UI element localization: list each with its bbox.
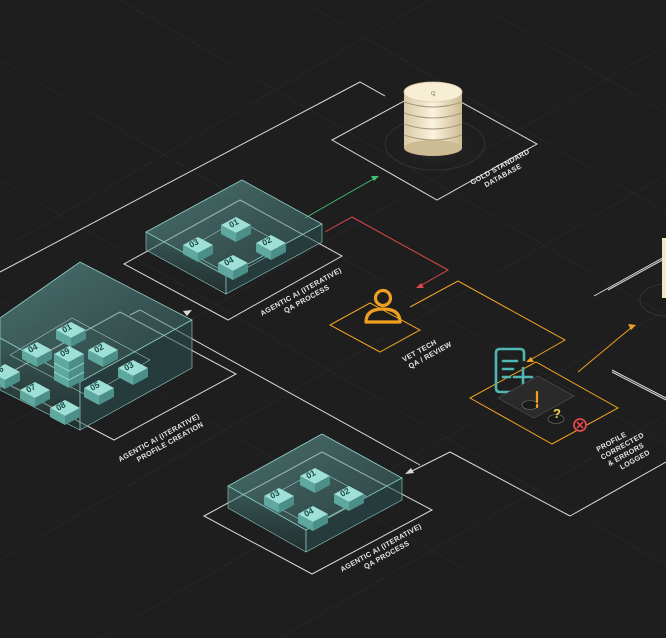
arrow-head-green	[371, 176, 379, 181]
svg-text:?: ?	[553, 406, 561, 421]
connector-corrected-right	[570, 462, 666, 516]
profile-corrected-node: ? PROFILE CORRECTED & ERRORS LOGGED	[470, 349, 656, 477]
svg-text:VET TECH QA / REVIEW: VET TECH QA / REVIEW	[401, 332, 454, 372]
error-circle-icon	[574, 419, 586, 431]
red-connector	[325, 217, 448, 286]
qa-bottom-label-1: AGENTIC AI (ITERATIVE)	[339, 521, 424, 573]
connector-right-node	[608, 258, 666, 398]
colored-connectors	[305, 178, 632, 372]
arrow-head-orange-a	[526, 357, 534, 362]
database-stack-icon: ꝗ	[404, 82, 462, 156]
svg-text:AGENTIC AI (ITERATIVE) P: AGENTIC AI (ITERATIVE) PROFILE CREATION	[117, 410, 208, 471]
profile-creation-node: 01 02 03 04 09	[0, 262, 236, 472]
creation-chip-center: 09	[54, 345, 84, 388]
person-icon	[366, 291, 400, 323]
orange-connector-b	[578, 327, 632, 372]
right-edge-node	[594, 238, 666, 400]
green-connector	[305, 178, 375, 218]
svg-text:PROFILE CORRECTED: PROFILE CORRECTED & ERRORS LOGGED	[595, 421, 657, 477]
arrow-head-white-b	[405, 468, 414, 474]
qa-process-bottom: 01 02 03 04 AGENTIC AI (ITERATIVE) QA PR…	[204, 434, 432, 582]
arrow-head-red	[416, 283, 424, 288]
arrow-head-white-a	[183, 310, 192, 316]
vet-tech-node: VET TECH QA / REVIEW	[330, 291, 453, 372]
profile-creation-label-1: AGENTIC AI (ITERATIVE)	[117, 411, 202, 463]
svg-text:AGENTIC AI (ITERATIVE) Q: AGENTIC AI (ITERATIVE) QA PROCESS	[339, 520, 430, 581]
svg-text:ꝗ: ꝗ	[431, 90, 436, 97]
